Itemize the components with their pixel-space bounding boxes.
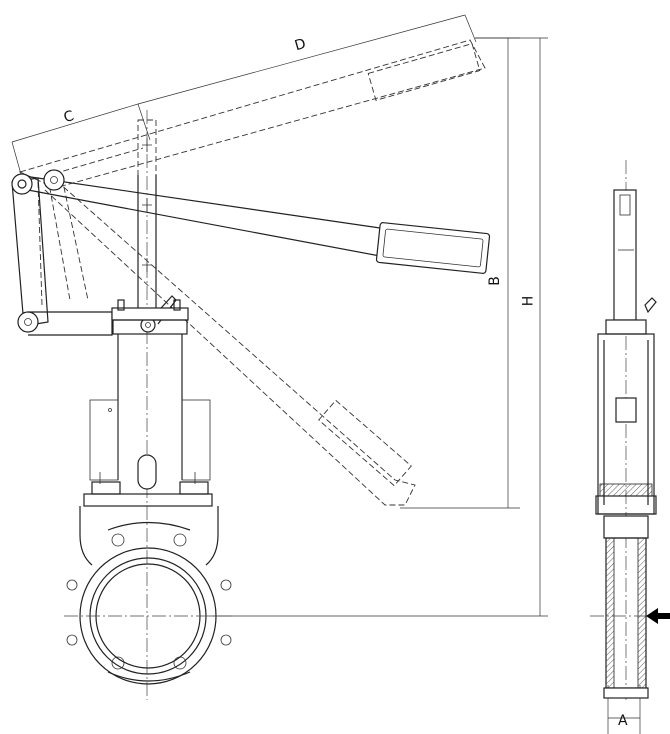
dimension-label-b: B <box>486 276 503 286</box>
flow-direction-arrow-icon <box>646 608 670 624</box>
valve-yoke <box>89 299 211 490</box>
valve-body <box>64 472 232 685</box>
lever-lower-position-dashed <box>44 174 416 506</box>
dimension-label-a: A <box>618 713 628 729</box>
valve-stem <box>137 110 177 700</box>
dimension-lines <box>11 14 641 734</box>
dimension-label-h: H <box>520 295 537 307</box>
lever-closed-position <box>11 169 491 336</box>
valve-side-view <box>590 160 660 700</box>
